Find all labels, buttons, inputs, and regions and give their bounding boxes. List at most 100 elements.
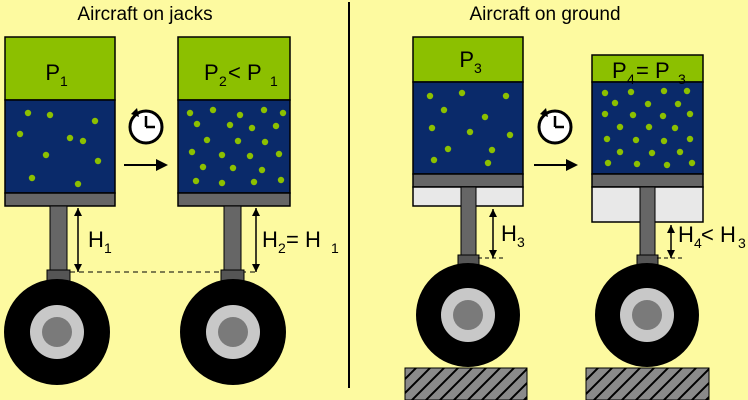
gas-bubble (633, 160, 641, 168)
h2-dimension: H 2 = H 1 (252, 208, 339, 272)
h1-sub: 1 (104, 240, 112, 256)
title-left: Aircraft on jacks (77, 4, 212, 25)
gas-bubble (616, 148, 624, 156)
gas-bubble (603, 135, 611, 143)
p3-label: P (459, 47, 474, 72)
gas-bubble (277, 176, 285, 184)
gas-bubble (226, 121, 234, 129)
gas-bubble (192, 177, 200, 185)
p2-sub-b: 1 (270, 73, 278, 89)
gas-chamber-4 (591, 54, 704, 83)
gas-bubble (234, 137, 242, 145)
bubbles-2 (186, 106, 287, 187)
gas-bubble (601, 89, 609, 97)
gas-bubble (671, 124, 679, 132)
h2-sub-a: 2 (278, 240, 286, 256)
gas-bubble (648, 149, 656, 157)
p2-sub-a: 2 (219, 73, 227, 89)
gas-bubble (458, 89, 466, 97)
gas-bubble (688, 159, 696, 167)
gas-bubble (616, 123, 624, 131)
gas-bubble (275, 150, 283, 158)
gas-bubble (188, 148, 196, 156)
tire-icon (595, 263, 699, 367)
p4-sub-b: 3 (678, 71, 686, 87)
gas-bubble (632, 136, 640, 144)
piston-rod-1 (49, 205, 68, 271)
gas-bubble (428, 124, 436, 132)
h4-sub-b: 3 (738, 235, 746, 251)
gas-bubble (444, 145, 452, 153)
gas-bubble (42, 151, 50, 159)
gas-chamber-1 (4, 36, 116, 101)
gas-bubble (601, 110, 609, 118)
piston-rod-2 (223, 205, 242, 271)
gas-bubble (24, 109, 32, 117)
strut-3: P 3 (412, 36, 524, 367)
gas-bubble (440, 106, 448, 114)
gas-bubble (66, 134, 74, 142)
gas-bubble (484, 159, 492, 167)
gas-bubble (248, 124, 256, 132)
h4-dimension: H 4 < H 3 (667, 222, 746, 258)
gas-bubble (659, 112, 667, 120)
gas-bubble (645, 123, 653, 131)
tire-icon (180, 279, 286, 385)
gas-bubble (627, 88, 635, 96)
gas-bubble (258, 166, 266, 174)
bubbles-1 (16, 109, 102, 188)
gas-bubble (91, 117, 99, 125)
gas-bubble (199, 163, 207, 171)
gas-bubble (644, 100, 652, 108)
gas-bubble (686, 135, 694, 143)
gas-bubble (74, 180, 82, 188)
title-right: Aircraft on ground (469, 4, 620, 25)
strut-1: P 1 (4, 36, 116, 385)
arrow-right-icon (534, 159, 578, 171)
gas-bubble (466, 128, 474, 136)
strut-2: P 2 < P 1 (177, 36, 291, 385)
gas-bubble (686, 110, 694, 118)
h2-sub-b: 1 (331, 240, 339, 256)
gas-bubble (272, 122, 280, 130)
p4-sub-a: 4 (627, 71, 635, 87)
gas-bubble (660, 137, 668, 145)
p4-label-op: = P (636, 58, 670, 83)
h1-label: H (88, 227, 104, 252)
h2-label-a: H (262, 227, 278, 252)
h4-label-op: < H (701, 222, 736, 247)
h3-sub: 3 (517, 234, 525, 250)
p3-sub: 3 (474, 60, 482, 76)
p1-sub: 1 (60, 73, 68, 89)
h2-label-op: = H (286, 227, 321, 252)
gas-bubble (660, 87, 668, 95)
gas-bubble (218, 179, 226, 187)
h4-label-a: H (678, 222, 694, 247)
gas-bubble (16, 130, 24, 138)
gas-bubble (250, 178, 258, 186)
bubbles-4 (601, 87, 696, 169)
gas-bubble (426, 92, 434, 100)
p2-label-op: < P (228, 60, 262, 85)
tire-icon (416, 263, 520, 367)
piston-head-4 (591, 173, 704, 188)
gas-bubble (209, 106, 217, 114)
gas-bubble (94, 157, 102, 165)
gas-bubble (186, 109, 194, 117)
gas-bubble (79, 137, 87, 145)
gas-bubble (506, 131, 514, 139)
gas-bubble (629, 111, 637, 119)
piston-rod-3 (460, 186, 477, 258)
clock-icon (128, 108, 164, 145)
p1-label: P (45, 60, 60, 85)
h3-dimension: H 3 (489, 209, 525, 258)
h3-label: H (501, 221, 517, 246)
gas-bubble (502, 92, 510, 100)
h4-sub-a: 4 (694, 235, 702, 251)
gas-bubble (611, 99, 619, 107)
oil-chamber-1 (4, 99, 116, 194)
gas-bubble (279, 109, 287, 117)
strut-4: P 4 = P 3 (591, 54, 704, 367)
piston-rod-4 (639, 186, 656, 258)
